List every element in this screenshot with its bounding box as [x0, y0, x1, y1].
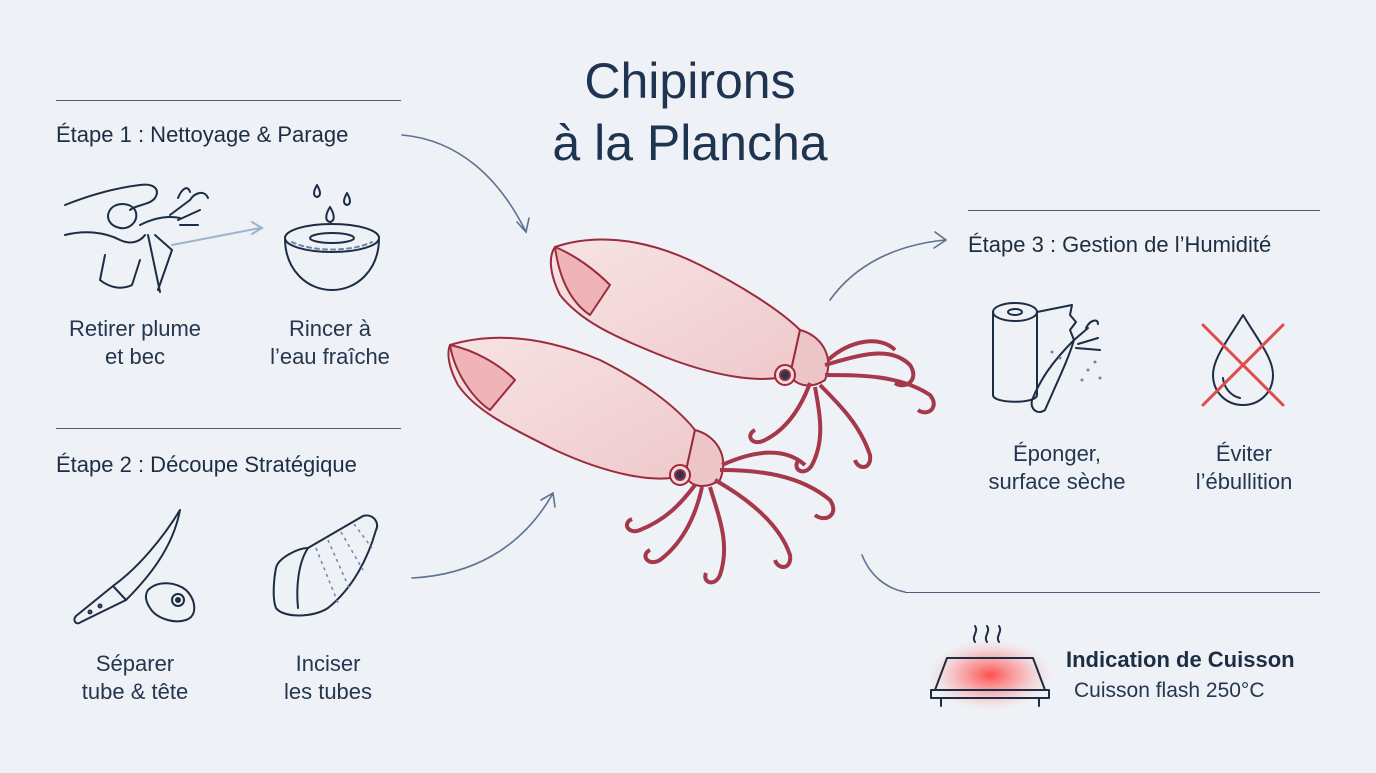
- squid-front: [447, 336, 836, 585]
- page-title: Chipirons à la Plancha: [470, 50, 910, 174]
- no-water-drop-icon: [1198, 310, 1288, 410]
- paper-towel-icon: [990, 300, 1130, 420]
- divider-step1-top: [56, 100, 401, 101]
- step3-caption-2: Éviter l’ébullition: [1195, 441, 1293, 494]
- title-line-1: Chipirons: [584, 53, 796, 109]
- cooking-subtitle: Cuisson flash 250°C: [1074, 679, 1265, 702]
- bowl-water-icon: [282, 180, 382, 295]
- step1-title: Étape 1 : Nettoyage & Parage: [56, 122, 349, 147]
- divider-step2-top: [56, 428, 401, 429]
- squid-illustration: [440, 225, 960, 605]
- step2-caption-2: Inciser les tubes: [283, 651, 373, 704]
- step2-title: Étape 2 : Découpe Stratégique: [56, 452, 357, 477]
- hand-squid-icon: [60, 180, 270, 300]
- scored-tube-icon: [268, 508, 383, 623]
- step1-caption-2: Rincer à l’eau fraîche: [270, 316, 390, 369]
- knife-icon: [68, 508, 208, 628]
- step3-caption-1: Éponger, surface sèche: [988, 441, 1126, 494]
- hot-plancha-icon: [925, 620, 1055, 715]
- step1-caption-1: Retirer plume et bec: [68, 316, 202, 369]
- step2-caption-1: Séparer tube & tête: [81, 651, 189, 704]
- step3-title: Étape 3 : Gestion de l’Humidité: [968, 232, 1272, 257]
- title-line-2: à la Plancha: [552, 115, 828, 171]
- divider-step3-top: [968, 210, 1320, 211]
- squid-back: [549, 238, 936, 474]
- cooking-title: Indication de Cuisson: [1066, 647, 1295, 672]
- divider-cooking-top: [905, 592, 1320, 593]
